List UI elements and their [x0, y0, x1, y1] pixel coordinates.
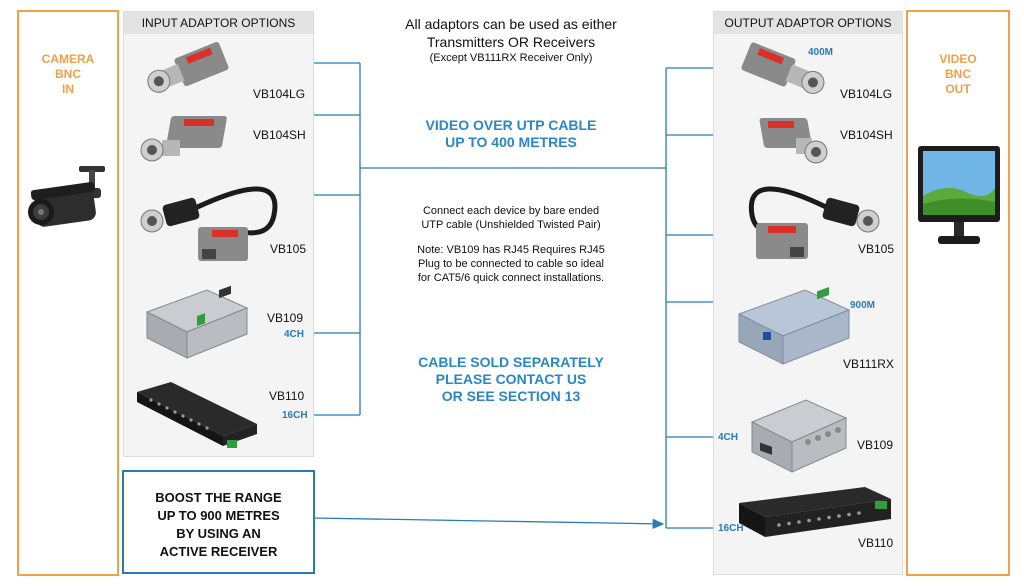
vb104lg-input-image	[147, 42, 229, 93]
output-item-model: VB109	[857, 438, 894, 452]
input-item-tag: 4CH	[284, 329, 305, 340]
output-item-tag: 400M	[808, 47, 834, 58]
output-item-model: VB104LG	[840, 87, 893, 101]
input-item-model: VB110	[269, 389, 305, 403]
monitor-icon	[918, 146, 1000, 244]
note-text: Note: VB109 has RJ45 Requires RJ45 Plug …	[417, 244, 605, 284]
video-label: VIDEO BNC OUT	[939, 52, 977, 96]
output-panel-title: OUTPUT ADAPTOR OPTIONS	[714, 12, 902, 34]
vb104sh-input-image	[140, 116, 227, 162]
vb104lg-output-image	[741, 42, 825, 94]
input-item-model: VB104LG	[253, 87, 306, 101]
boost-range-box: BOOST THE RANGE UP TO 900 METRES BY USIN…	[122, 470, 315, 574]
output-adaptor-panel: OUTPUT ADAPTOR OPTIONS	[713, 11, 903, 575]
cctv-camera-icon	[28, 166, 105, 227]
output-item-model: VB110	[858, 536, 894, 550]
vb111rx-output-image	[737, 287, 851, 365]
connect-text: Connect each device by bare ended UTP ca…	[421, 205, 601, 231]
vb109-input-image	[145, 285, 249, 359]
input-panel-title: INPUT ADAPTOR OPTIONS	[124, 12, 313, 34]
output-item-tag: 900M	[850, 300, 876, 311]
output-item-model: VB105	[858, 242, 895, 256]
output-item-tag: 16CH	[718, 523, 744, 534]
vb110-output-image	[739, 487, 891, 537]
cable-sold-separately-text: CABLE SOLD SEPARATELY PLEASE CONTACT US …	[418, 354, 604, 404]
vb105-input-image	[140, 186, 278, 261]
vb110-input-image	[137, 382, 257, 448]
input-item-model: VB105	[270, 242, 307, 256]
camera-bnc-in-panel: CAMERA BNC IN	[17, 10, 119, 576]
vb109-output-image	[750, 399, 848, 473]
output-item-model: VB111RX	[843, 357, 894, 371]
vb105-output-image	[748, 186, 880, 259]
cable-heading: VIDEO OVER UTP CABLE UP TO 400 METRES	[425, 117, 597, 150]
camera-label: CAMERA BNC IN	[41, 52, 95, 96]
output-item-model: VB104SH	[840, 128, 893, 142]
intro-text: All adaptors can be used as either Trans…	[405, 16, 617, 64]
input-item-tag: 16CH	[282, 410, 308, 421]
input-item-model: VB104SH	[253, 128, 306, 142]
output-item-tag: 4CH	[718, 432, 739, 443]
video-bnc-out-panel: VIDEO BNC OUT	[906, 10, 1010, 576]
input-item-model: VB109	[267, 311, 304, 325]
vb104sh-output-image	[759, 118, 828, 164]
